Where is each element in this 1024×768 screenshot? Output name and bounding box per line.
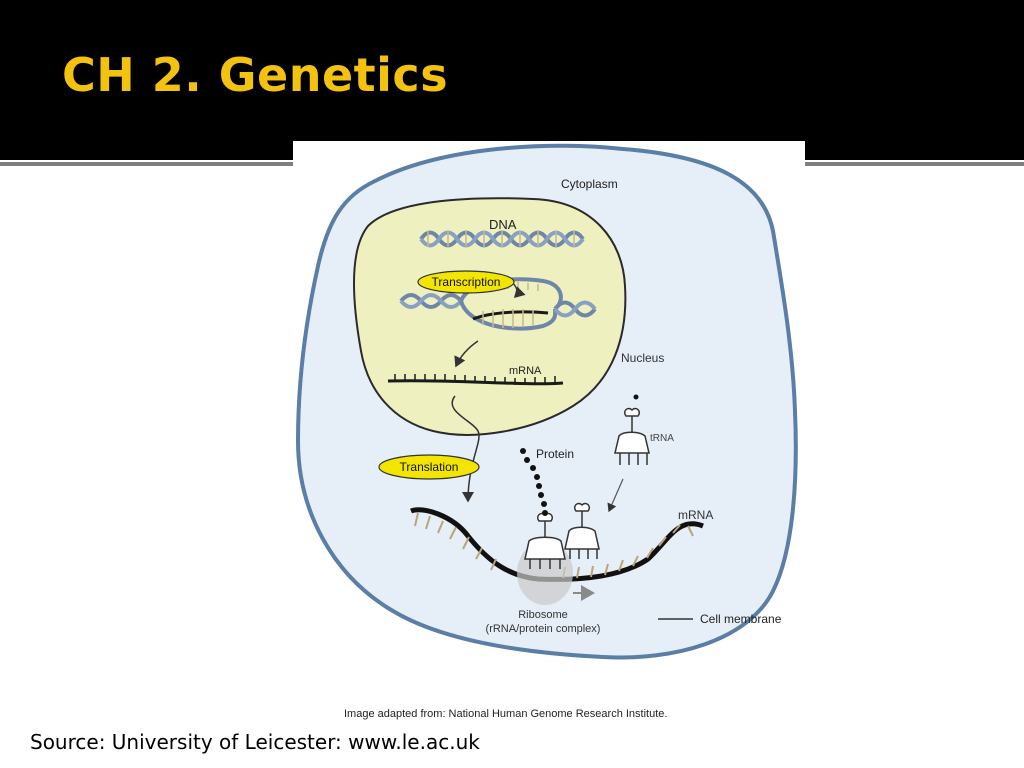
- transcription-label: Transcription: [432, 275, 501, 289]
- nucleus-label: Nucleus: [621, 351, 664, 365]
- protein-label: Protein: [536, 447, 574, 461]
- nucleus-mrna-arrow: [454, 340, 479, 368]
- dna-helix: [419, 230, 585, 248]
- trna-bound-1: [524, 512, 566, 569]
- protein-chain: [520, 448, 548, 516]
- translation-label-oval: [378, 454, 480, 480]
- ribosome-detail-label: (rRNA/protein complex): [486, 623, 601, 635]
- nucleus-mrna-label: mRNA: [509, 365, 542, 377]
- nucleus-shape: [353, 197, 627, 436]
- cytoplasm-mrna-label: mRNA: [678, 508, 713, 522]
- cell-diagram-svg: Cytoplasm DNA Transcription mRNA Nucleus…: [295, 143, 798, 660]
- trna-label: tRNA: [650, 433, 674, 444]
- cell-membrane-label: Cell membrane: [700, 612, 782, 626]
- cytoplasm-label: Cytoplasm: [561, 177, 618, 191]
- translation-label: Translation: [400, 460, 459, 474]
- trna-bound-2: [564, 502, 600, 559]
- nucleus-mrna-strand: [387, 374, 564, 386]
- cell-diagram: Cytoplasm DNA Transcription mRNA Nucleus…: [293, 141, 805, 726]
- trna-incoming-arrow: [607, 478, 624, 513]
- trna-free: [614, 394, 650, 465]
- source-citation: Source: University of Leicester: www.le.…: [30, 730, 480, 754]
- ribosome-label: Ribosome: [518, 609, 568, 621]
- title-bar: [0, 0, 1024, 160]
- image-credit: Image adapted from: National Human Genom…: [344, 708, 668, 720]
- slide-title: CH 2. Genetics: [62, 48, 449, 102]
- transcription-label-oval: [417, 270, 515, 294]
- dna-label: DNA: [489, 217, 517, 232]
